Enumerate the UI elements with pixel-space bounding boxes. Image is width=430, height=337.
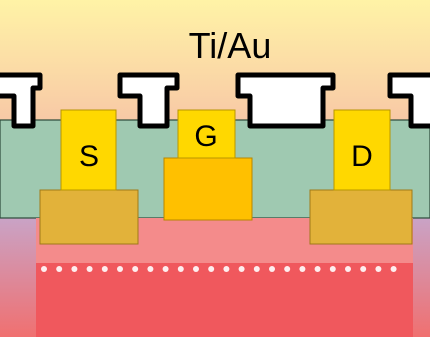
two-deg-dot <box>193 266 199 272</box>
two-deg-dot <box>117 266 123 272</box>
source-ohmic-contact <box>39 189 139 245</box>
two-deg-dot <box>162 266 169 272</box>
right-side-region <box>413 218 430 337</box>
drain-ohmic-contact <box>309 189 413 245</box>
gate-label: G <box>194 120 217 153</box>
source-label: S <box>79 140 99 173</box>
two-deg-dot <box>223 266 230 272</box>
left-side-region <box>0 218 36 337</box>
two-deg-dot <box>269 266 275 272</box>
two-deg-dot <box>345 266 351 272</box>
drain-label: D <box>351 140 373 173</box>
mask-gate-drain <box>235 72 336 129</box>
substrate-region <box>36 263 413 337</box>
two-deg-dot <box>390 266 397 272</box>
mask-right <box>387 72 430 129</box>
two-deg-dot <box>147 266 154 272</box>
two-deg-dot <box>101 266 108 272</box>
two-deg-dot <box>132 266 139 272</box>
drain-contact <box>333 109 391 191</box>
two-deg-dot <box>177 266 184 272</box>
two-deg-dot <box>329 266 336 272</box>
two-deg-dot <box>71 266 78 272</box>
two-deg-dots <box>41 266 397 272</box>
gate-foot <box>163 157 253 221</box>
two-deg-dot <box>360 266 367 272</box>
two-deg-dot <box>56 266 63 272</box>
two-deg-dot <box>253 266 260 272</box>
source-contact <box>60 109 117 191</box>
mask-left <box>0 72 43 129</box>
gate-contact <box>177 109 236 159</box>
two-deg-dot <box>41 266 47 272</box>
two-deg-dot <box>375 266 382 272</box>
two-deg-dot <box>208 266 215 272</box>
top-background <box>0 0 430 120</box>
two-deg-dot <box>314 266 321 272</box>
two-deg-dot <box>86 266 93 272</box>
top-metal-label: Ti/Au <box>189 25 272 66</box>
two-deg-dot <box>284 266 291 272</box>
mask-source <box>117 72 180 129</box>
ti-au-masks <box>0 72 430 129</box>
two-deg-dot <box>299 266 306 272</box>
two-deg-dot <box>238 266 245 272</box>
